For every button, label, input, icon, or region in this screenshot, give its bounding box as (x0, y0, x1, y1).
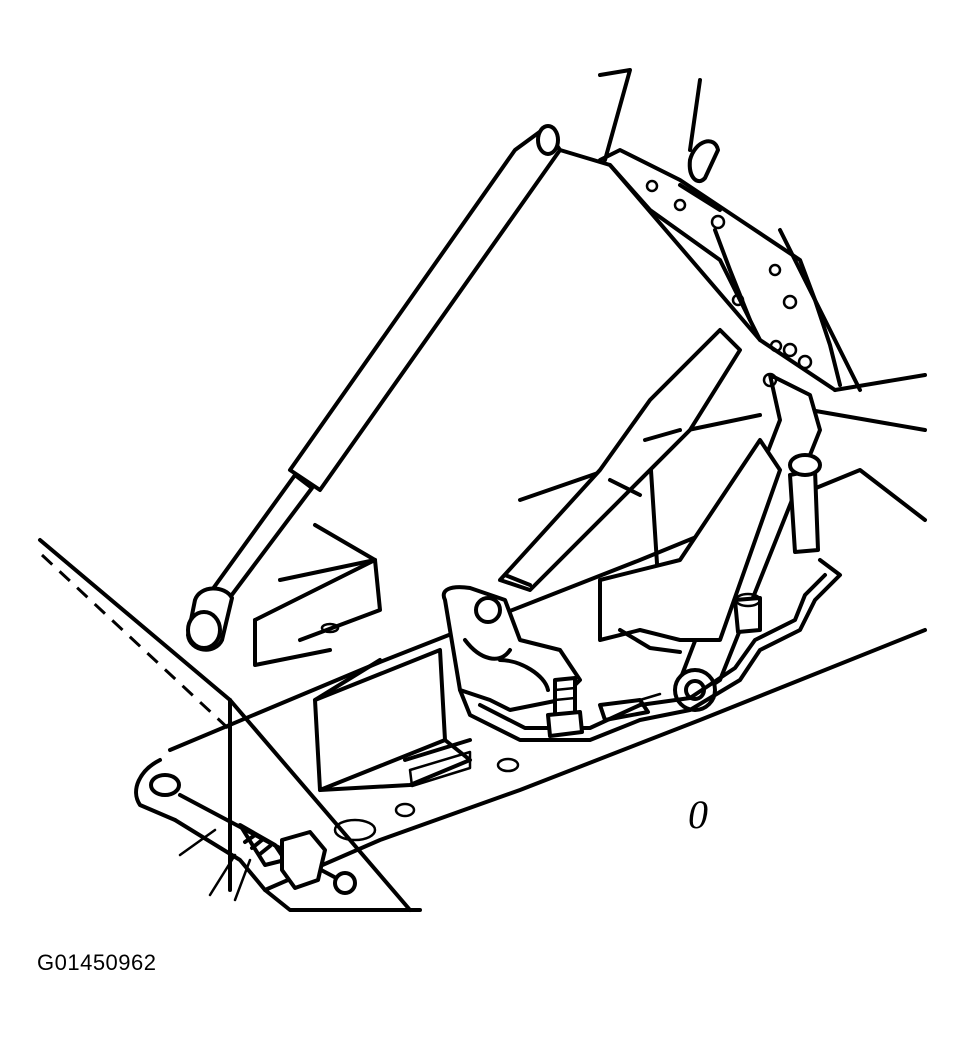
hood-hinge-plate (558, 68, 927, 432)
hinge-lower-arm (498, 328, 782, 654)
panel-mark: 0 (688, 792, 708, 837)
gas-strut (186, 124, 562, 652)
body-panel (38, 413, 927, 912)
hinge-bolt (178, 793, 357, 902)
hinge-base-bracket (441, 453, 842, 742)
figure-code: G01450962 (37, 950, 157, 975)
